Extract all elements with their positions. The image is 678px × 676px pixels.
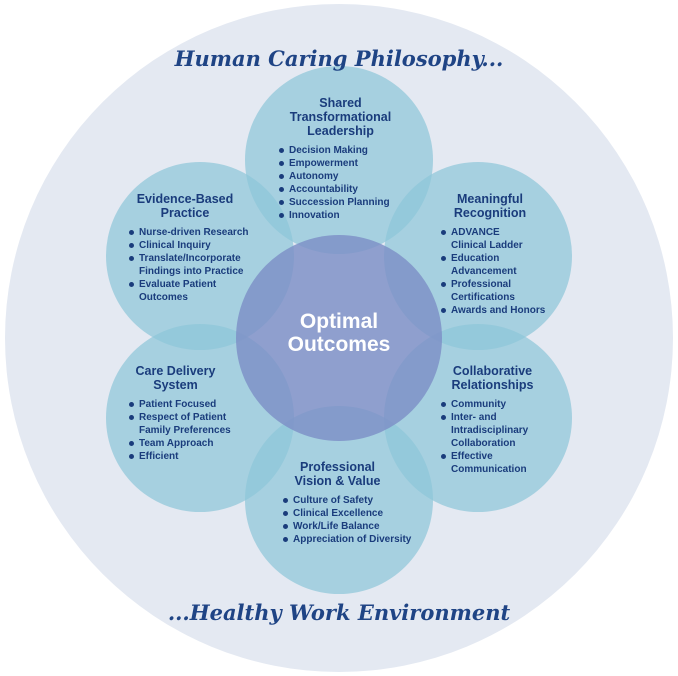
- list-item: Innovation: [278, 209, 403, 222]
- list-item: Clinical Excellence: [282, 507, 422, 520]
- list-item: Empowerment: [278, 157, 403, 170]
- list-item: Efficient: [128, 450, 243, 463]
- list-item: Evaluate Patient Outcomes: [128, 278, 229, 304]
- list-item: Community: [440, 398, 545, 411]
- petal-circle-leadership: [245, 66, 433, 254]
- list-item: Translate/Incorporate Findings into Prac…: [128, 252, 251, 278]
- top-title: Human Caring Philosophy...: [174, 46, 504, 71]
- list-item: Appreciation of Diversity: [282, 533, 422, 546]
- petal-title: Professional Vision & Value: [294, 460, 381, 488]
- list-item: Accountability: [278, 183, 403, 196]
- list-item: Professional Certifications: [440, 278, 521, 304]
- petal-circle-vision: [245, 406, 433, 594]
- list-item: Effective Communication: [440, 450, 531, 476]
- center-line2: Outcomes: [287, 333, 391, 356]
- list-item: ADVANCE Clinical Ladder: [440, 226, 536, 252]
- petal-evidence: Evidence-Based Practice Nurse-driven Res…: [128, 192, 258, 304]
- list-item: Culture of Safety: [282, 494, 422, 507]
- petal-leadership: Shared Transformational Leadership Decis…: [278, 96, 403, 222]
- list-item: Inter- and Intradisciplinary Collaborati…: [440, 411, 531, 450]
- petal-recognition: Meaningful Recognition ADVANCE Clinical …: [440, 192, 550, 317]
- list-item: Education Advancement: [440, 252, 521, 278]
- petal-title: Collaborative Relationships: [451, 364, 534, 392]
- petal-title: Meaningful Recognition: [453, 192, 527, 220]
- center-line1: Optimal: [299, 310, 379, 333]
- list-item: Decision Making: [278, 144, 403, 157]
- list-item: Team Approach: [128, 437, 243, 450]
- bottom-title: ...Healthy Work Environment: [167, 600, 511, 625]
- petal-vision: Professional Vision & Value Culture of S…: [282, 460, 422, 546]
- list-item: Autonomy: [278, 170, 403, 183]
- list-item: Nurse-driven Research: [128, 226, 258, 239]
- petal-title: Shared Transformational Leadership: [289, 96, 392, 138]
- list-item: Succession Planning: [278, 196, 403, 209]
- center-circle: [236, 235, 442, 441]
- petal-title: Care Delivery System: [135, 364, 216, 392]
- list-item: Patient Focused: [128, 398, 243, 411]
- center-label: Optimal Outcomes: [239, 310, 439, 356]
- list-item: Work/Life Balance: [282, 520, 422, 533]
- petal-title: Evidence-Based Practice: [136, 192, 234, 220]
- list-item: Respect of Patient Family Preferences: [128, 411, 239, 437]
- list-item: Clinical Inquiry: [128, 239, 258, 252]
- list-item: Awards and Honors: [440, 304, 550, 317]
